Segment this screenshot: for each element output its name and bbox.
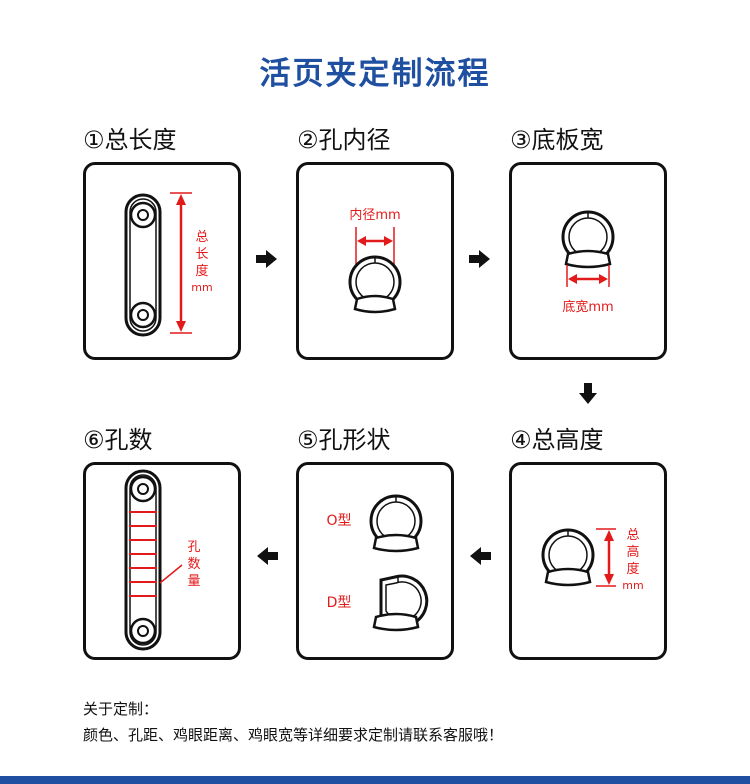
inner-diameter-annotation: 内径mm (349, 207, 400, 223)
ring-inner-diameter-illustration: 内径mm (348, 207, 402, 314)
bottom-accent-bar (0, 776, 750, 784)
step-3-diagram: 底宽mm (509, 162, 667, 360)
ring-base-width-illustration: 底宽mm (561, 210, 615, 315)
total-height-annotation: 总 (626, 528, 639, 543)
arrow-down-icon (579, 383, 597, 404)
step-4-label: ④总高度 (510, 426, 604, 454)
step-2-label: ②孔内径 (297, 126, 391, 154)
total-height-annotation: mm (622, 579, 643, 592)
total-length-annotation: 长 (195, 247, 208, 262)
step-3-label: ③底板宽 (510, 126, 604, 154)
total-length-annotation: 度 (195, 263, 208, 279)
d-ring-label: D型 (327, 595, 352, 611)
arrow-left-icon (470, 547, 491, 565)
ring-total-height-illustration: 总 高 度 mm (541, 528, 644, 592)
footer-text: 颜色、孔距、鸡眼距离、鸡眼宽等详细要求定制请联系客服哦！ (83, 726, 504, 744)
ring-shape-illustration: O型 D型 (326, 494, 429, 632)
total-length-annotation: mm (191, 281, 212, 294)
binder-strip-illustration: 总 长 度 mm (124, 192, 213, 337)
step-2-diagram: 内径mm (296, 162, 454, 360)
arrow-right-icon (256, 250, 277, 268)
o-ring-label: O型 (326, 513, 351, 529)
total-height-annotation: 高 (626, 544, 639, 560)
step-1-diagram: 总 长 度 mm (83, 162, 241, 360)
hole-count-annotation: 量 (187, 574, 200, 589)
step-5-label: ⑤孔形状 (297, 426, 391, 454)
hole-count-annotation: 数 (187, 557, 200, 572)
step-6-diagram: 孔 数 量 (83, 462, 241, 660)
total-length-annotation: 总 (195, 230, 208, 245)
page-title: 活页夹定制流程 (259, 56, 491, 92)
hole-count-annotation: 孔 (187, 540, 200, 555)
step-5-diagram: O型 D型 (296, 462, 454, 660)
step-6-label: ⑥孔数 (83, 426, 153, 454)
footer-heading: 关于定制： (83, 700, 159, 718)
binder-strip-hole-count-illustration: 孔 数 量 (124, 469, 201, 651)
step-4-diagram: 总 高 度 mm (509, 462, 667, 660)
arrow-right-icon (469, 250, 490, 268)
arrow-left-icon (257, 547, 278, 565)
total-height-annotation: 度 (626, 561, 639, 577)
base-width-annotation: 底宽mm (562, 299, 613, 315)
step-1-label: ①总长度 (83, 126, 177, 154)
